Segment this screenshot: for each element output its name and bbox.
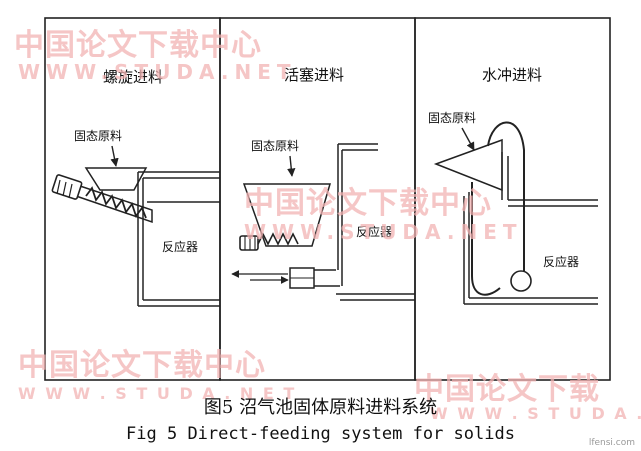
piston-hopper: [242, 183, 331, 247]
panel-screw-title: 螺旋进料: [103, 68, 163, 86]
panel-water: 水冲进料 固态原料 反应器: [428, 66, 598, 305]
reactor-vessel: [463, 152, 598, 305]
panel-piston-title: 活塞进料: [284, 66, 344, 84]
water-flush-pipe-return: [471, 182, 501, 296]
motor-rib: [56, 179, 61, 195]
water-flush-pipe: [487, 121, 525, 272]
material-arrow: [287, 155, 296, 177]
piston-feed-pipe: [314, 269, 340, 287]
panel-piston-reactor-label: 反应器: [356, 224, 392, 239]
screw-hopper: [84, 167, 148, 191]
float-ball: [510, 270, 532, 292]
material-arrow: [110, 145, 119, 167]
motor-rib: [68, 183, 73, 199]
screw-motor: [51, 174, 83, 200]
reactor-vessel: [137, 171, 220, 307]
screw-auger: [85, 186, 147, 219]
motor-rib: [62, 181, 67, 197]
site-credit: lfensi.com: [588, 438, 635, 448]
water-hopper: [433, 138, 503, 192]
reactor-vessel: [336, 143, 415, 301]
figure-caption-english: Fig 5 Direct-feeding system for solids: [126, 424, 515, 444]
panel-water-material-label: 固态原料: [428, 111, 476, 125]
panel-screw-reactor-label: 反应器: [162, 239, 198, 254]
panel-water-frame: [414, 17, 611, 381]
material-arrow: [461, 127, 475, 151]
panel-water-title: 水冲进料: [482, 66, 542, 84]
panel-water-reactor-label: 反应器: [543, 254, 579, 269]
piston-spring: [257, 232, 299, 246]
panel-screw-material-label: 固态原料: [74, 129, 122, 143]
panel-piston: 活塞进料 固态原料 反应器: [231, 66, 415, 301]
figure-caption-chinese: 图5 沼气池固体原料进料系统: [203, 397, 438, 418]
panel-piston-material-label: 固态原料: [251, 139, 299, 153]
panel-frames: [44, 17, 611, 381]
panel-screw: 螺旋进料 固态原料 反应器: [51, 68, 220, 307]
